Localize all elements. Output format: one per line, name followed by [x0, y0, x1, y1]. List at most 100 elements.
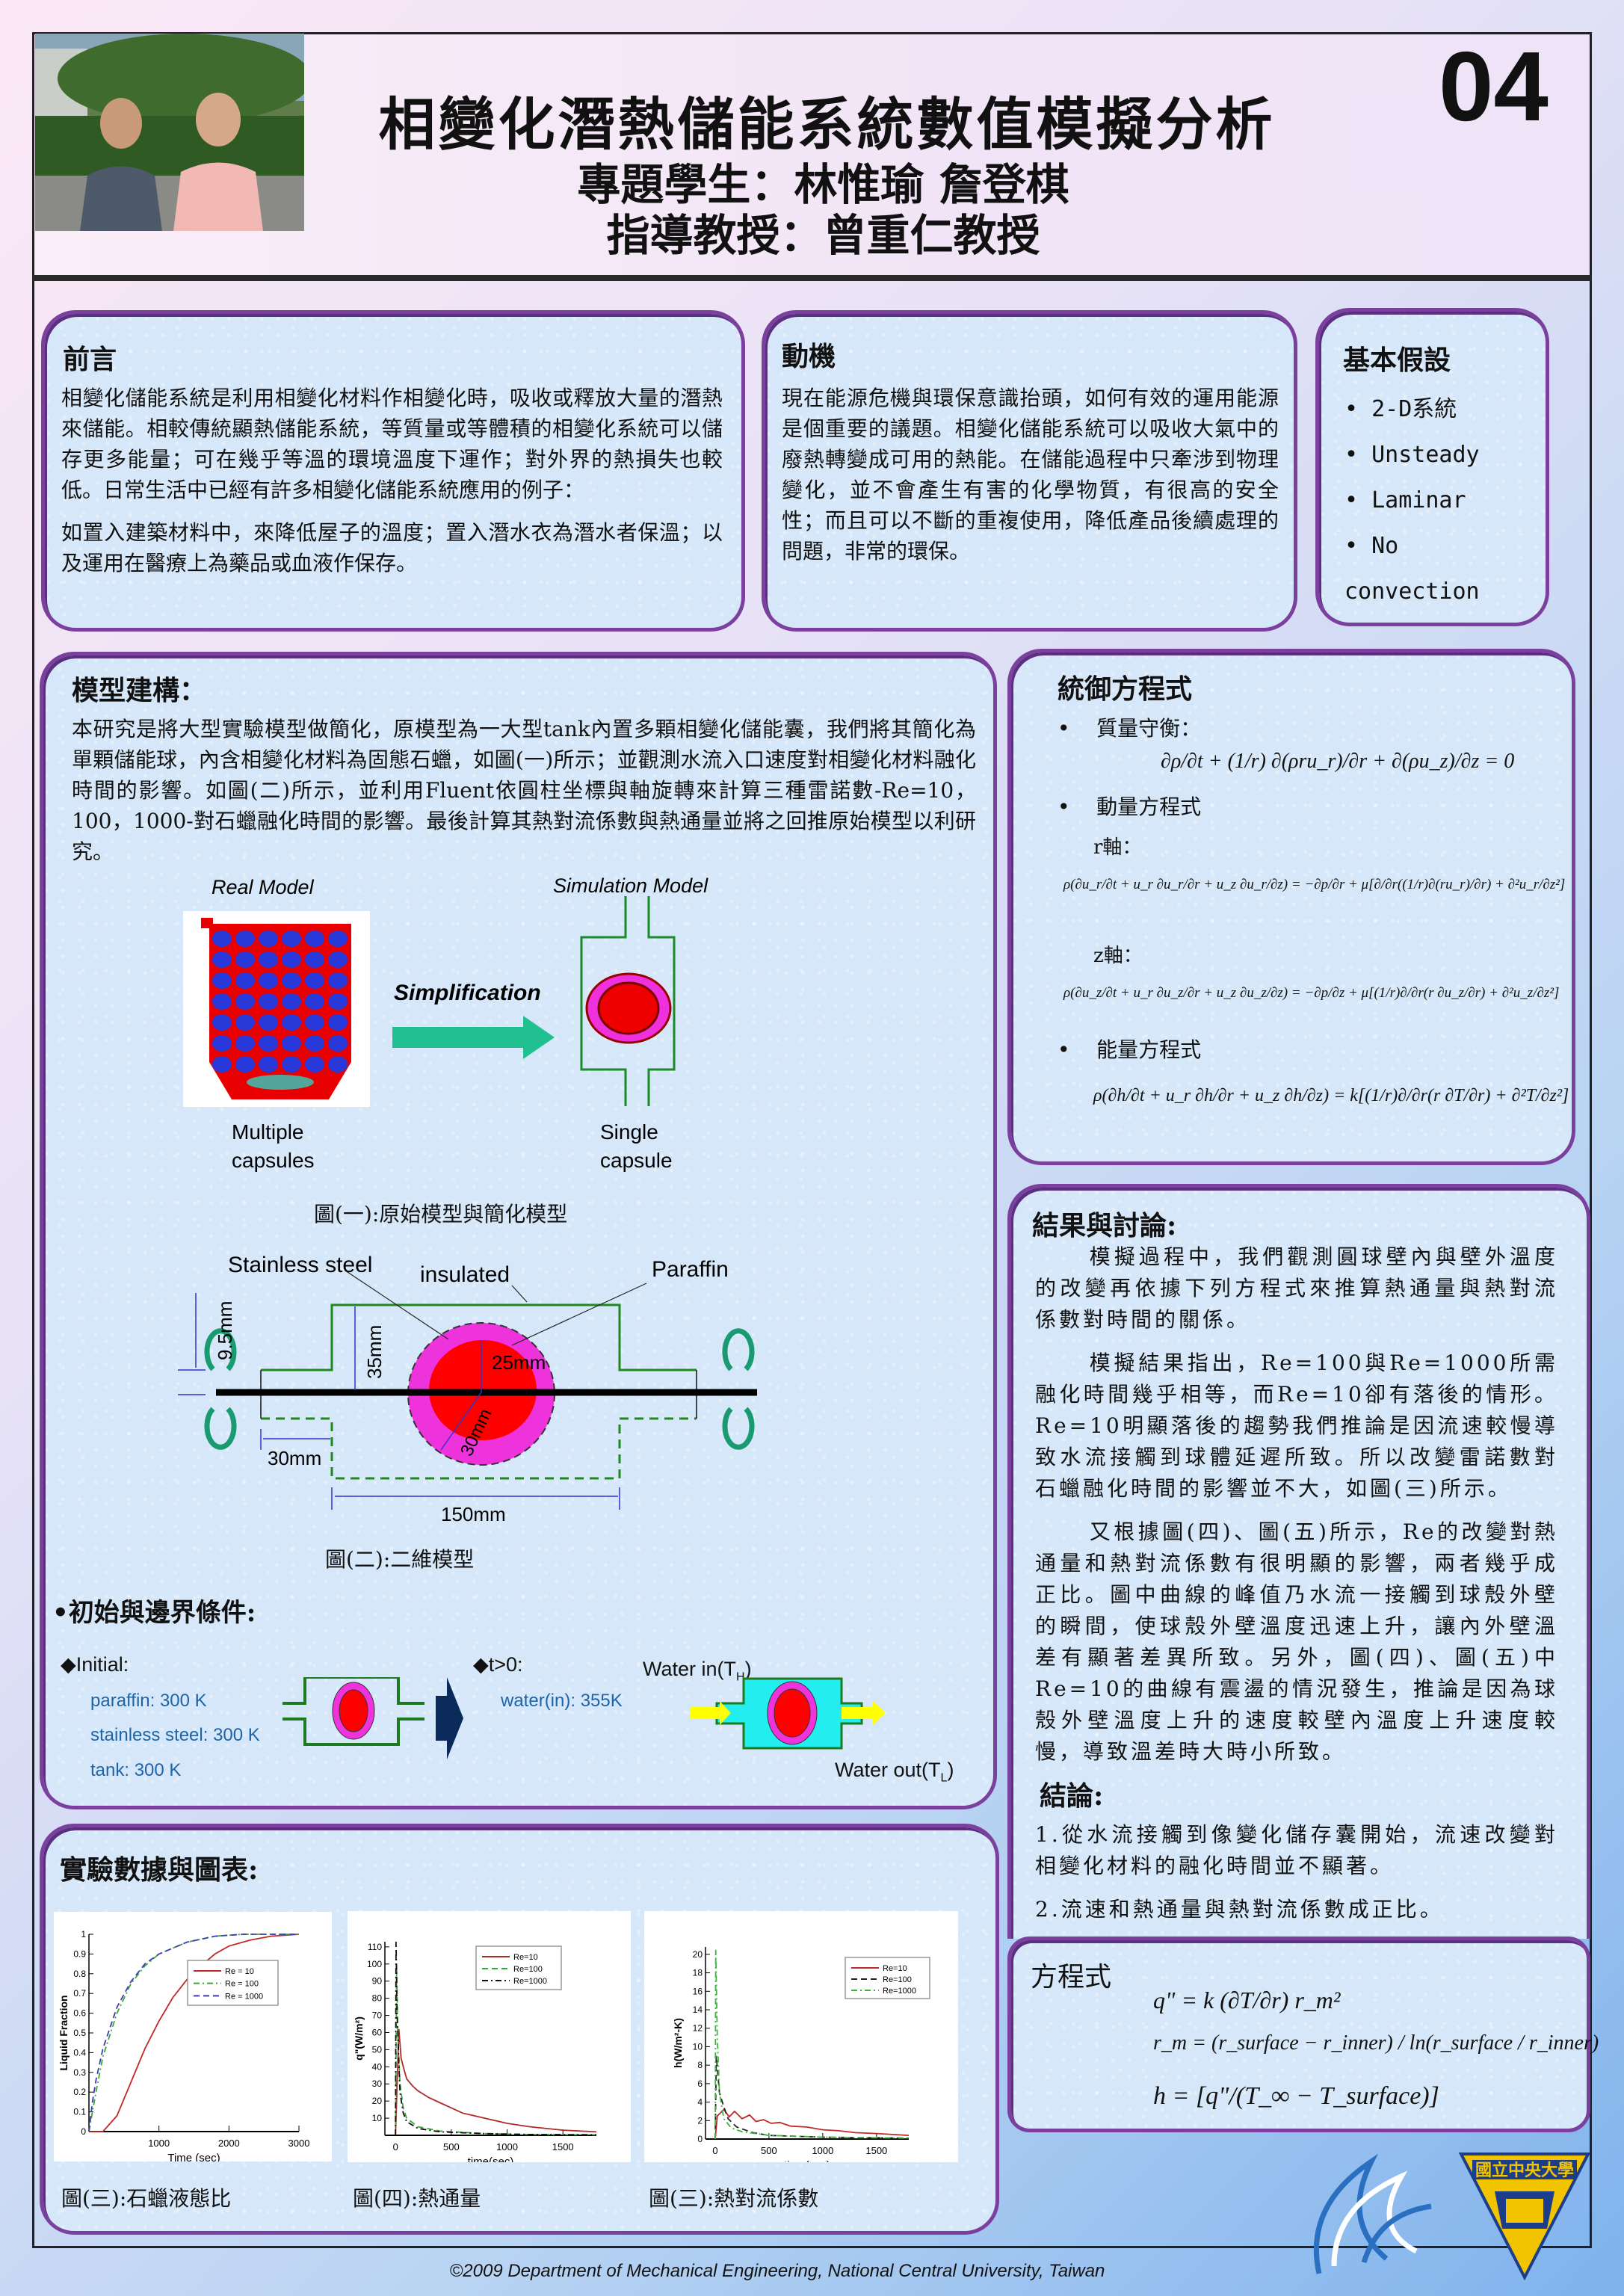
- y-tick-label: 40: [372, 2061, 383, 2072]
- real-model-label: Real Model: [212, 876, 315, 898]
- emblem-text: 國立中央大學: [1475, 2161, 1574, 2179]
- x-tick-label: 1500: [865, 2145, 887, 2156]
- model-panel: 模型建構： 本研究是將大型實驗模型做簡化，原模型為一大型tank內置多顆相變化儲…: [40, 652, 997, 1809]
- experiment-title: 實驗數據與圖表:: [60, 1854, 259, 1886]
- poster-frame: [32, 32, 1592, 2248]
- x-tick-label: 1000: [496, 2141, 518, 2152]
- university-emblem-icon: 國立中央大學: [1458, 2152, 1591, 2281]
- capsule: [212, 1014, 232, 1031]
- chart-background: [644, 1911, 958, 2162]
- water-in-label: Water in(TH): [643, 1658, 752, 1684]
- y-axis-label: Liquid Fraction: [58, 1995, 70, 2070]
- capsule: [212, 993, 232, 1010]
- legend-box: [475, 1945, 562, 1990]
- initial-tank: tank: 300 K: [90, 1760, 182, 1780]
- y-tick-label: 30: [372, 2079, 383, 2089]
- capsule: [259, 1056, 278, 1073]
- assumption-item: • No convection: [1344, 533, 1480, 605]
- mass-equation: ∂ρ/∂t + (1/r) ∂(ρru_r)/∂r + ∂(ρu_z)/∂z =…: [1161, 750, 1515, 773]
- model-text: 本研究是將大型實驗模型做簡化，原模型為一大型tank內置多顆相變化儲能囊，我們將…: [72, 717, 976, 864]
- mass-label: • 質量守衡：: [1058, 716, 1202, 741]
- x-tick-label: 1000: [812, 2145, 833, 2156]
- multiple-capsules-label: capsules: [232, 1149, 315, 1172]
- capsule: [328, 1056, 348, 1073]
- figure-2-diagram: Stainless steel insulated Paraffin 25mm …: [178, 1253, 757, 1525]
- y-tick-label: 12: [693, 2023, 703, 2034]
- capsule: [305, 1056, 324, 1073]
- chart-caption: 圖(三):石蠟液態比: [61, 2186, 232, 2211]
- capsule: [212, 1035, 232, 1052]
- legend-label: Re = 1000: [225, 1992, 263, 2001]
- convection-coefficient-equation: h = [q"/(T_∞ − T_surface)]: [1153, 2082, 1439, 2110]
- flow-state-diagram: [690, 1677, 886, 1750]
- intro-title: 前言: [63, 344, 117, 375]
- capsule: [282, 951, 301, 968]
- y-tick-label: 0: [697, 2134, 703, 2144]
- series-line: [88, 1934, 299, 2132]
- legend-label: Re=10: [883, 1964, 907, 1973]
- figure-1-diagram: Real Model Simulation Model Simplificati…: [183, 874, 708, 1172]
- initial-paraffin: paraffin: 300 K: [90, 1691, 207, 1711]
- equations-title: 方程式: [1031, 1962, 1112, 1993]
- series-line: [714, 1949, 910, 2140]
- x-tick-label: 0: [712, 2145, 717, 2156]
- t-gt-0-label: ◆t>0:: [473, 1653, 523, 1676]
- y-tick-label: 2: [697, 2115, 703, 2126]
- capsule: [259, 972, 278, 989]
- capsule: [235, 1056, 255, 1073]
- water-out-label: Water out(TL): [835, 1759, 954, 1785]
- chart-caption: 圖(三):熱對流係數: [649, 2186, 819, 2211]
- initial-steel: stainless steel: 300 K: [90, 1725, 260, 1745]
- header-divider: [32, 275, 1592, 281]
- initial-state-diagram: [282, 1677, 463, 1759]
- results-panel: 結果與討論: 模擬過程中，我們觀測圓球壁內與壁外溫度的改變再依據下列方程式來推算…: [1007, 1184, 1590, 1939]
- logos: 國立中央大學: [1313, 2152, 1591, 2281]
- y-tick-label: 50: [372, 2044, 383, 2055]
- y-tick-label: 0.3: [73, 2067, 86, 2078]
- z-momentum-equation: ρ(∂u_z/∂t + u_r ∂u_z/∂r + u_z ∂u_z/∂z) =…: [1063, 985, 1560, 1001]
- conclusion-item: 1.從水流接觸到像變化儲存囊開始，流速改變對相變化材料的融化時間並不顯著。: [1035, 1822, 1558, 1878]
- r-axis-label: r軸：: [1093, 836, 1142, 859]
- y-axis-label: h(W/m²-K): [672, 2018, 684, 2068]
- chart-background: [54, 1912, 332, 2161]
- capsule: [235, 1035, 255, 1052]
- y-tick-label: 16: [693, 1986, 703, 1996]
- capsule: [328, 1014, 348, 1031]
- y-tick-label: 80: [372, 1993, 383, 2004]
- capsule: [235, 931, 255, 947]
- simplification-arrow: [392, 1016, 555, 1059]
- heat-flux-equation: q" = k (∂T/∂r) r_m²: [1153, 1987, 1341, 2013]
- governing-title: 統御方程式: [1058, 673, 1193, 705]
- capsule: [235, 993, 255, 1010]
- capsule: [328, 972, 348, 989]
- single-capsule-label: Single: [600, 1120, 658, 1144]
- x-tick-label: 1500: [552, 2141, 574, 2152]
- single-capsule-label: capsule: [600, 1149, 673, 1172]
- capsule: [305, 931, 324, 947]
- capsule: [259, 993, 278, 1010]
- equations-panel: 方程式 q" = k (∂T/∂r) r_m² r_m = (r_surface…: [1007, 1937, 1599, 2132]
- x-axis-label: Time (sec): [167, 2152, 220, 2161]
- chart-convection-coefficient: 05001000150002468101214161820time(sec)h(…: [644, 1911, 958, 2162]
- series-line: [395, 1941, 597, 2136]
- motivation-title: 動機: [782, 341, 836, 372]
- motivation-text: 現在能源危機與環保意識抬頭，如何有效的運用能源是個重要的議題。相變化儲能系統可以…: [782, 386, 1279, 564]
- legend-label: Re=1000: [513, 1977, 547, 1986]
- capsule: [212, 931, 232, 947]
- capsule: [235, 972, 255, 989]
- simplification-label: Simplification: [394, 981, 541, 1005]
- capsule: [305, 951, 324, 968]
- chart-caption: 圖(四):熱通量: [353, 2186, 481, 2211]
- figure-1-caption: 圖(一):原始模型與簡化模型: [314, 1202, 568, 1226]
- y-tick-label: 10: [372, 2113, 383, 2123]
- capsule: [212, 951, 232, 968]
- footer-copyright: ©2009 Department of Mechanical Engineeri…: [449, 2261, 1105, 2281]
- series-line: [714, 2108, 910, 2140]
- y-tick-label: 0.8: [73, 1969, 86, 1979]
- y-tick-label: 0: [81, 2126, 86, 2137]
- capsule: [305, 993, 324, 1010]
- real-model-tank: [183, 911, 370, 1107]
- y-tick-label: 10: [693, 2041, 703, 2052]
